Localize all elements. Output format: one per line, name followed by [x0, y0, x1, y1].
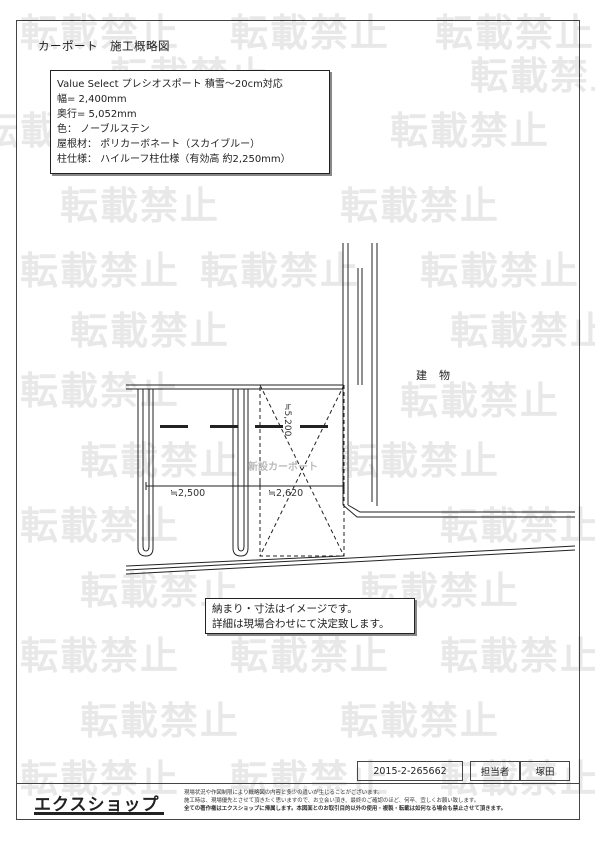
- building-label: 建物: [416, 369, 462, 382]
- spec-product: Value Select プレシオスポート 積雪～20cm対応: [57, 79, 283, 90]
- building-wall-line: [347, 504, 575, 513]
- new-carport-outline: [259, 384, 345, 557]
- logo: エクスショップ: [34, 795, 160, 815]
- parking-curve: [137, 389, 154, 557]
- disclaimer: 現場状況や作図制限により概略図の内容と多少の違いが生じることがございます。 施工…: [184, 789, 574, 813]
- copyright: 全ての著作権はエクスショップに帰属します。本図面とのお取引目的以外の使用・複製・…: [184, 806, 507, 812]
- staff-name: 塚田: [520, 761, 570, 781]
- dimension-height: ≒5,200: [282, 403, 292, 437]
- parking-curve: [237, 389, 245, 552]
- note-line: 詳細は現場合わせにて決定致します。: [212, 618, 390, 630]
- new-carport-label: 新設カーポート: [248, 462, 318, 473]
- spec-roof: 屋根材： ポリカーボネート（スカイブルー）: [57, 139, 261, 150]
- disclaimer-line: 現場状況や作図制限により概略図の内容と多少の違いが生じることがございます。: [184, 790, 383, 796]
- spec-box: Value Select プレシオスポート 積雪～20cm対応 幅= 2,400…: [50, 70, 330, 174]
- spec-pillar: 柱仕様： ハイルーフ柱仕様（有効高 約2,250mm）: [57, 154, 291, 165]
- staff-label: 担当者: [470, 761, 520, 781]
- parking-curve: [142, 389, 150, 552]
- logo-underline: [34, 812, 164, 815]
- dimension-left: ≒2,500: [170, 488, 206, 499]
- dimension-right: ≒2,620: [268, 488, 304, 499]
- parking-dash: [300, 425, 328, 428]
- drawing-frame: [16, 20, 580, 820]
- disclaimer-line: 施工時は、現場優先とさせて頂きたく思いますので、お立会い頂き、最終のご確認のほど…: [184, 798, 480, 804]
- note-line: 納まり・寸法はイメージです。: [212, 603, 358, 615]
- doc-number: 2015-2-265662: [357, 761, 463, 781]
- new-carport-diagonal: [259, 384, 345, 557]
- page-title: カーポート 施工概略図: [38, 39, 170, 53]
- spec-depth: 奥行= 5,052mm: [57, 109, 137, 120]
- note-box: 納まり・寸法はイメージです。 詳細は現場合わせにて決定致します。: [205, 598, 415, 634]
- spec-color: 色： ノーブルステン: [57, 124, 150, 135]
- parking-curve: [232, 389, 249, 557]
- parking-dash: [160, 425, 188, 428]
- footer-divider: [16, 783, 580, 784]
- spec-width: 幅= 2,400mm: [57, 94, 127, 105]
- parking-dash: [255, 425, 283, 428]
- building-wall-line: [342, 504, 575, 518]
- road-line: [125, 545, 576, 571]
- new-carport-diagonal: [259, 384, 345, 557]
- road-line: [125, 549, 576, 575]
- road-line: [125, 555, 344, 567]
- parking-dash: [210, 425, 238, 428]
